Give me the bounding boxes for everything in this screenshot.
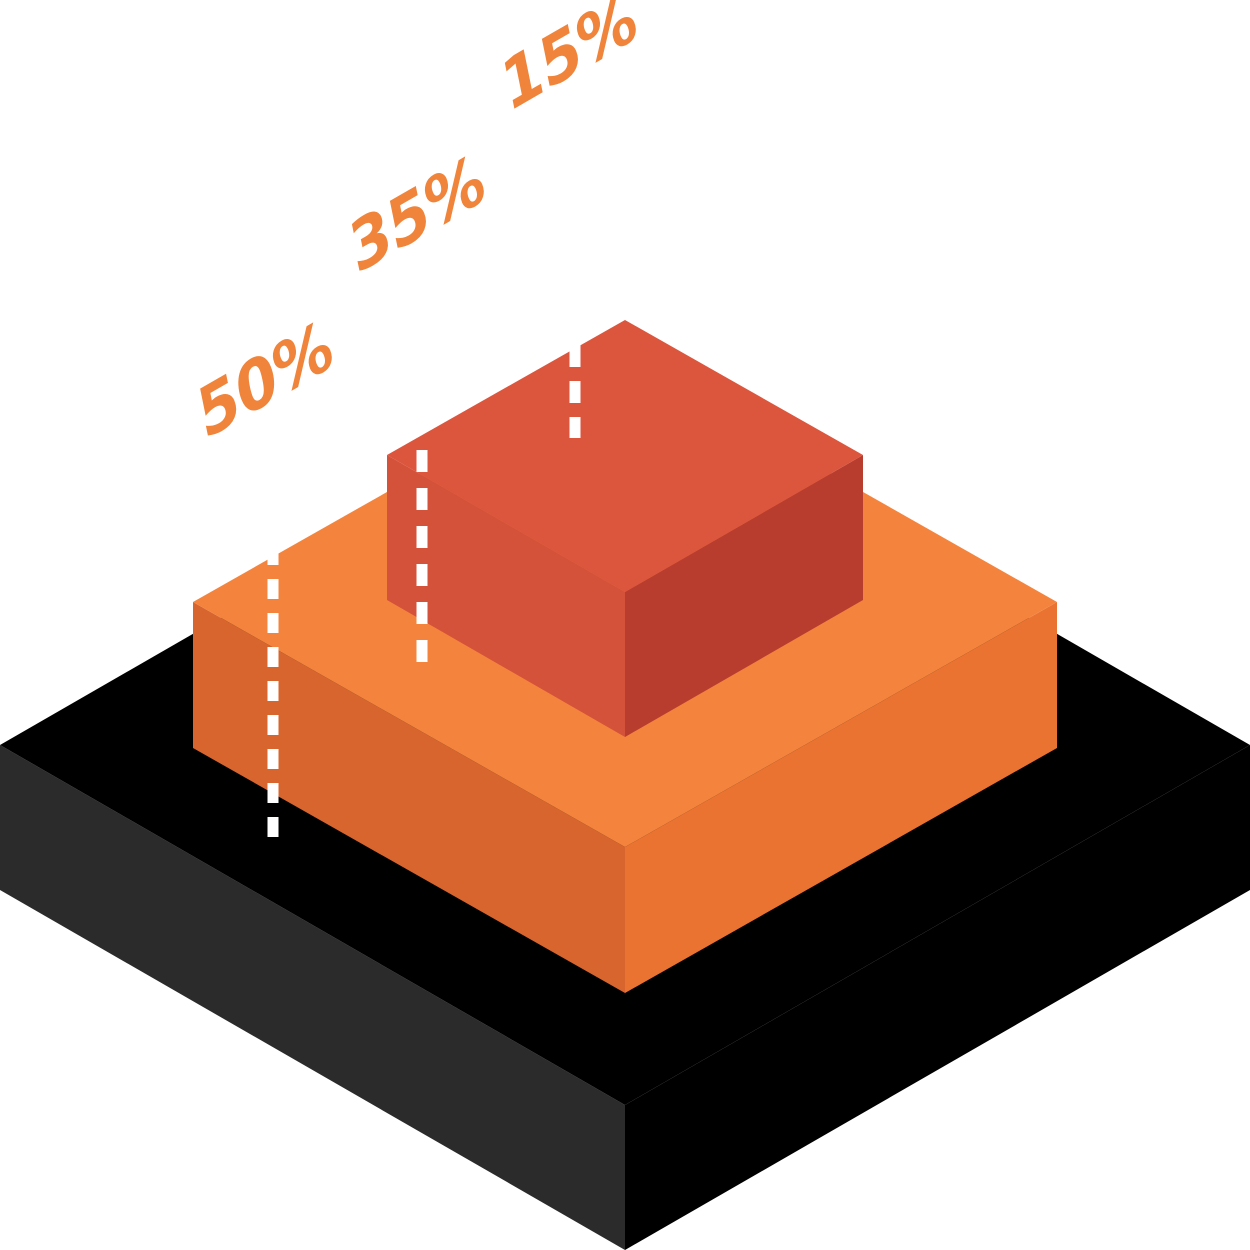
tier-top-top-face [387, 320, 863, 592]
tier-middle-label: 35% [338, 142, 496, 287]
tier-top-right-face [625, 455, 863, 737]
tier-middle-right-face [625, 602, 1057, 993]
tier-top-left-face [387, 455, 625, 737]
tier-bottom-label: 50% [186, 308, 344, 453]
tier-bottom-right-face [625, 745, 1250, 1250]
tier-middle-left-face [193, 602, 625, 993]
tier-top [387, 320, 863, 737]
tier-bottom-left-face [0, 745, 625, 1250]
tier-top-label: 15% [490, 0, 648, 125]
